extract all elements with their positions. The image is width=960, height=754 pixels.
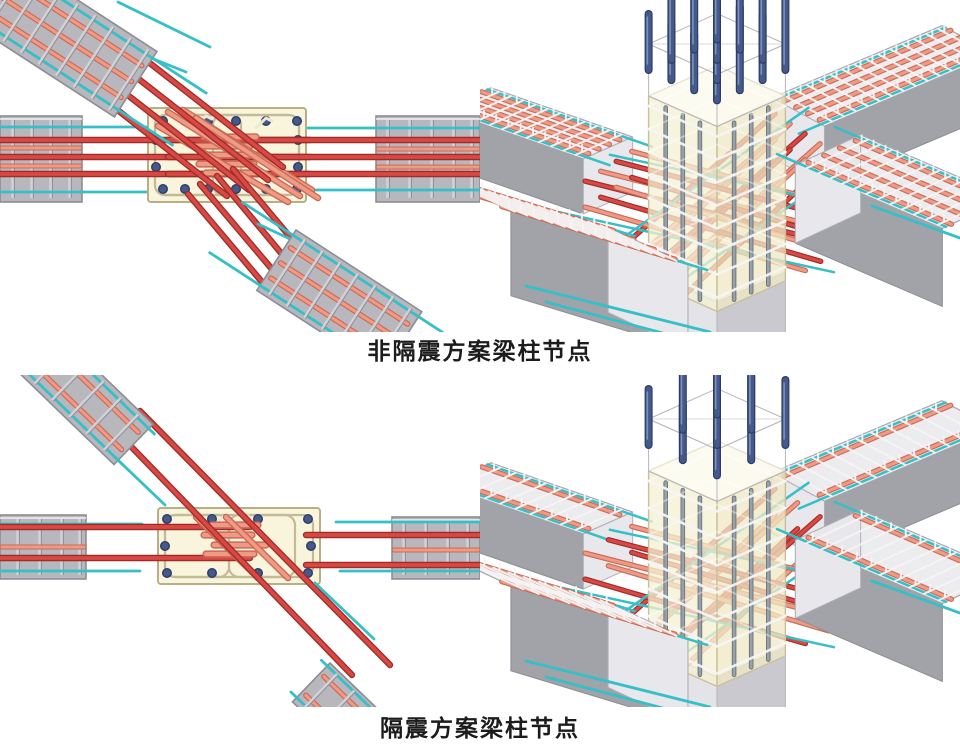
column-starter-rebars bbox=[644, 375, 790, 480]
beam-near-right bbox=[775, 125, 960, 307]
figure-non-isolated-views bbox=[0, 0, 960, 332]
isolated-plan-view bbox=[0, 375, 480, 707]
figure-non-isolated: 非隔震方案梁柱节点 bbox=[0, 0, 960, 375]
column-rebar-dots bbox=[159, 513, 317, 578]
beam-inner-bars bbox=[0, 544, 480, 553]
diagonal-beam-bottom-right bbox=[208, 200, 479, 332]
column-starter-rebars bbox=[644, 0, 790, 105]
front-ties bbox=[524, 579, 960, 707]
non-isolated-3d-view bbox=[480, 0, 960, 332]
beam-ties bbox=[0, 125, 480, 194]
column-stirrup-loops bbox=[647, 449, 787, 675]
front-ties bbox=[524, 204, 960, 332]
beam-near-left bbox=[480, 558, 709, 707]
diagonal-beam-top-left bbox=[0, 0, 208, 147]
diagonal-bars bbox=[76, 407, 394, 679]
figure-isolated: 隔震方案梁柱节点 bbox=[0, 375, 960, 754]
diagonal-beam-top-left bbox=[3, 375, 156, 468]
beam-inner-bars bbox=[0, 145, 480, 170]
non-isolated-plan-view bbox=[0, 0, 480, 332]
isolated-3d-view bbox=[480, 375, 960, 707]
figure-isolated-views bbox=[0, 375, 960, 707]
beam-near-left bbox=[480, 182, 709, 332]
caption-non-isolated: 非隔震方案梁柱节点 bbox=[367, 339, 593, 365]
diagonal-beam-bottom-right bbox=[289, 658, 436, 707]
beam-near-right bbox=[775, 500, 960, 682]
caption-isolated: 隔震方案梁柱节点 bbox=[380, 716, 580, 742]
beam-far-left bbox=[480, 86, 653, 215]
